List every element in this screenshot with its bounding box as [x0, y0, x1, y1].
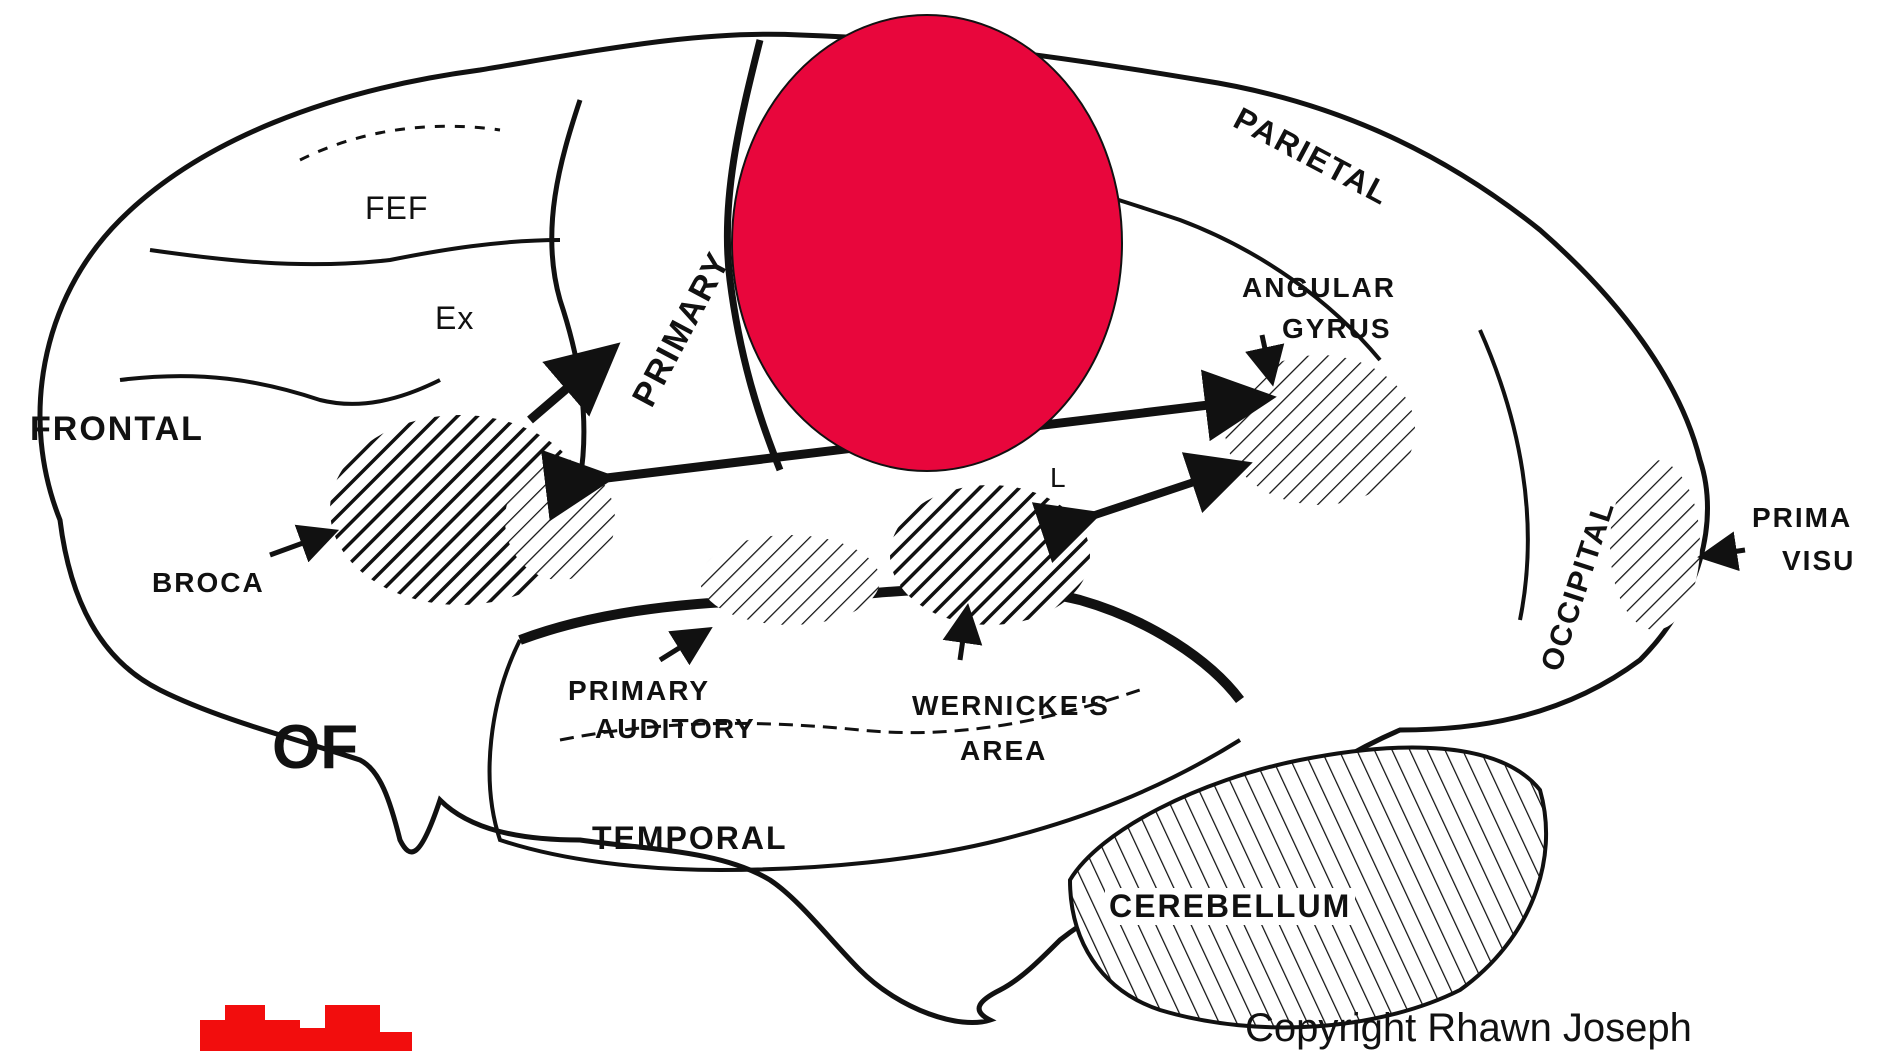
angular-gyrus-region	[1225, 355, 1415, 505]
label-fef: FEF	[365, 190, 428, 227]
primary-visual-region	[1610, 460, 1700, 630]
label-occipital: OCCIPITAL	[1535, 665, 1712, 699]
label-ex: Ex	[435, 300, 474, 337]
label-cerebellum: CEREBELLUM	[1105, 888, 1355, 925]
primary-auditory-region	[700, 535, 880, 625]
visual-pointer-arrow	[1712, 550, 1745, 555]
label-broca: BROCA	[152, 567, 265, 599]
label-primary-motor: PRIMARY	[625, 395, 795, 434]
red-logo-mark	[200, 1005, 412, 1051]
label-primary-auditory-line1: PRIMARY	[568, 675, 710, 707]
label-primary-auditory-line2: AUDITORY	[595, 713, 756, 745]
label-lx: L	[1050, 462, 1067, 494]
label-wernicke-line1: WERNICKE'S	[912, 690, 1110, 722]
label-temporal: TEMPORAL	[592, 820, 788, 857]
label-frontal: FRONTAL	[30, 410, 204, 449]
copyright-text: Copyright Rhawn Joseph	[1245, 1006, 1692, 1051]
label-angular-gyrus-line1: ANGULAR	[1242, 272, 1396, 304]
label-primary-visual-line2: VISU	[1782, 545, 1855, 577]
wernicke-region	[890, 485, 1090, 625]
label-primary-visual-line1: PRIMA	[1752, 502, 1852, 534]
label-angular-gyrus-line2: GYRUS	[1282, 313, 1392, 345]
label-wernicke-line2: AREA	[960, 735, 1047, 767]
label-parietal: PARIETAL	[1245, 100, 1416, 137]
label-of: OF	[272, 712, 358, 783]
